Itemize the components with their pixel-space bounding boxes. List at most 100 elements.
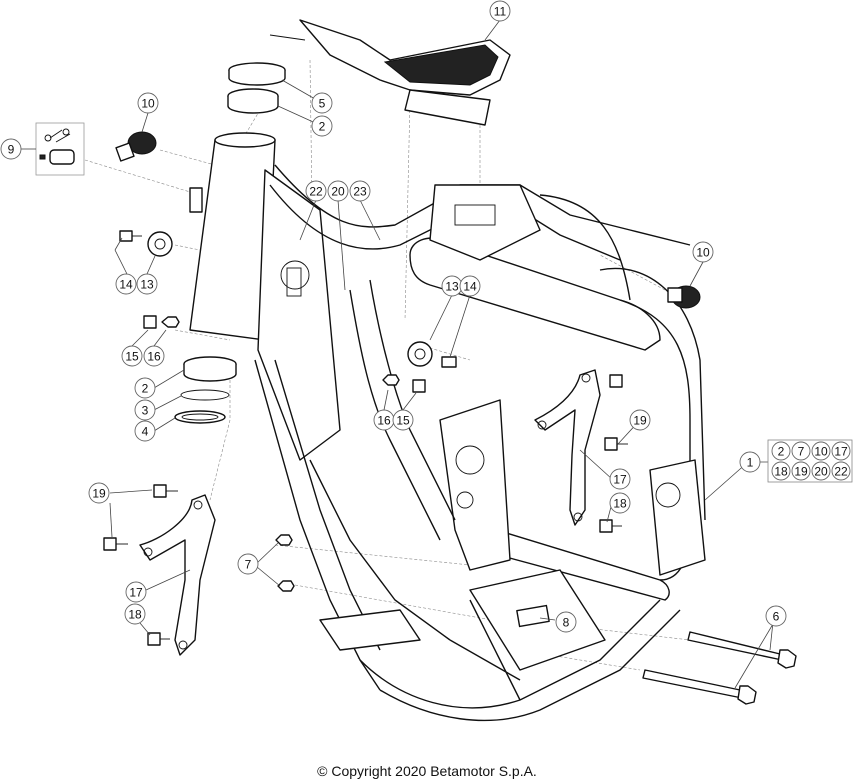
callout-circle bbox=[125, 581, 147, 603]
callout-c11: 11 bbox=[489, 0, 511, 22]
kit-item: 18 bbox=[771, 461, 791, 481]
callout-circle bbox=[765, 605, 787, 627]
callout-circle bbox=[134, 377, 156, 399]
callout-c9: 9 bbox=[0, 138, 22, 160]
callout-c13b: 13 bbox=[441, 275, 463, 297]
kit-item-number: 17 bbox=[834, 445, 848, 459]
callout-number: 6 bbox=[773, 610, 780, 624]
callout-c16b: 16 bbox=[373, 409, 395, 431]
callout-number: 17 bbox=[129, 586, 143, 600]
frame-drawing bbox=[35, 19, 797, 722]
callout-number: 13 bbox=[445, 280, 459, 294]
kit-item-circle bbox=[831, 441, 851, 461]
callout-circle bbox=[459, 275, 481, 297]
kit-item-circle bbox=[771, 441, 791, 461]
callout-number: 11 bbox=[494, 5, 507, 19]
callout-circle bbox=[739, 451, 761, 473]
small-bolts bbox=[103, 374, 628, 646]
callout-c16a: 16 bbox=[143, 345, 165, 367]
callout-number: 5 bbox=[319, 97, 326, 111]
callout-number: 10 bbox=[141, 97, 155, 111]
kit-item-number: 2 bbox=[778, 445, 785, 459]
part-6-long-bolts bbox=[642, 631, 797, 705]
callout-c1: 1 bbox=[739, 451, 761, 473]
part-17-brackets bbox=[139, 369, 601, 656]
callout-circle bbox=[134, 399, 156, 421]
callout-number: 3 bbox=[142, 404, 149, 418]
callout-c22: 22 bbox=[305, 180, 327, 202]
kit-item-circle bbox=[811, 441, 831, 461]
callout-circle bbox=[629, 409, 651, 431]
callout-c14b: 14 bbox=[459, 275, 481, 297]
callout-circle bbox=[137, 92, 159, 114]
callout-number: 18 bbox=[613, 497, 627, 511]
kit-item-number: 18 bbox=[774, 465, 788, 479]
kit-item-number: 20 bbox=[814, 465, 828, 479]
callout-number: 19 bbox=[92, 487, 106, 501]
kit-item-circle bbox=[771, 461, 791, 481]
callout-number: 1 bbox=[747, 456, 754, 470]
callout-circle bbox=[136, 273, 158, 295]
callout-circle bbox=[349, 180, 371, 202]
head-bearings-lower bbox=[174, 356, 237, 424]
main-frame bbox=[189, 132, 706, 722]
callout-c15a: 15 bbox=[121, 345, 143, 367]
callout-circle bbox=[124, 603, 146, 625]
callout-c8: 8 bbox=[555, 611, 577, 633]
kit-item-circle bbox=[811, 461, 831, 481]
callout-number: 20 bbox=[331, 185, 345, 199]
callout-c2a: 2 bbox=[311, 115, 333, 137]
callout-number: 23 bbox=[353, 185, 367, 199]
kit-item: 20 bbox=[811, 461, 831, 481]
callout-c17b: 17 bbox=[125, 581, 147, 603]
callout-number: 7 bbox=[245, 558, 252, 572]
kit-item-number: 10 bbox=[814, 445, 828, 459]
callout-number: 2 bbox=[142, 382, 149, 396]
callout-circle bbox=[305, 180, 327, 202]
callout-circle bbox=[134, 420, 156, 442]
callout-c10a: 10 bbox=[137, 92, 159, 114]
callout-circle bbox=[327, 180, 349, 202]
callout-number: 14 bbox=[463, 280, 477, 294]
callout-number: 13 bbox=[140, 278, 154, 292]
callout-c13a: 13 bbox=[136, 273, 158, 295]
callout-c10b: 10 bbox=[692, 241, 714, 263]
callout-circle bbox=[121, 345, 143, 367]
callout-circle bbox=[88, 482, 110, 504]
callout-number: 22 bbox=[309, 185, 323, 199]
callout-circle bbox=[115, 273, 137, 295]
callout-c14a: 14 bbox=[115, 273, 137, 295]
callout-number: 15 bbox=[125, 350, 139, 364]
kit-item: 2 bbox=[771, 441, 791, 461]
callout-number: 2 bbox=[319, 120, 326, 134]
callout-circle bbox=[237, 553, 259, 575]
kit-item: 19 bbox=[791, 461, 811, 481]
kit-item: 10 bbox=[811, 441, 831, 461]
kit-item-number: 19 bbox=[794, 465, 808, 479]
callout-c7: 7 bbox=[237, 553, 259, 575]
callout-c20: 20 bbox=[327, 180, 349, 202]
callout-c6: 6 bbox=[765, 605, 787, 627]
callout-number: 14 bbox=[119, 278, 133, 292]
callout-circle bbox=[555, 611, 577, 633]
bushing-center bbox=[382, 341, 457, 393]
callout-c23: 23 bbox=[349, 180, 371, 202]
bushing-left bbox=[119, 230, 180, 329]
callout-c17a: 17 bbox=[609, 468, 631, 490]
kit-item-circle bbox=[791, 461, 811, 481]
callout-number: 18 bbox=[128, 608, 142, 622]
kit-item: 17 bbox=[831, 441, 851, 461]
callout-c15b: 15 bbox=[392, 409, 414, 431]
callout-number: 9 bbox=[8, 143, 15, 157]
part-11-bracket bbox=[269, 19, 511, 126]
callout-number: 17 bbox=[613, 473, 627, 487]
callout-circle bbox=[0, 138, 22, 160]
callout-number: 16 bbox=[377, 414, 391, 428]
callout-circle bbox=[489, 0, 511, 22]
callout-number: 4 bbox=[142, 425, 149, 439]
leader-lines bbox=[20, 19, 774, 689]
